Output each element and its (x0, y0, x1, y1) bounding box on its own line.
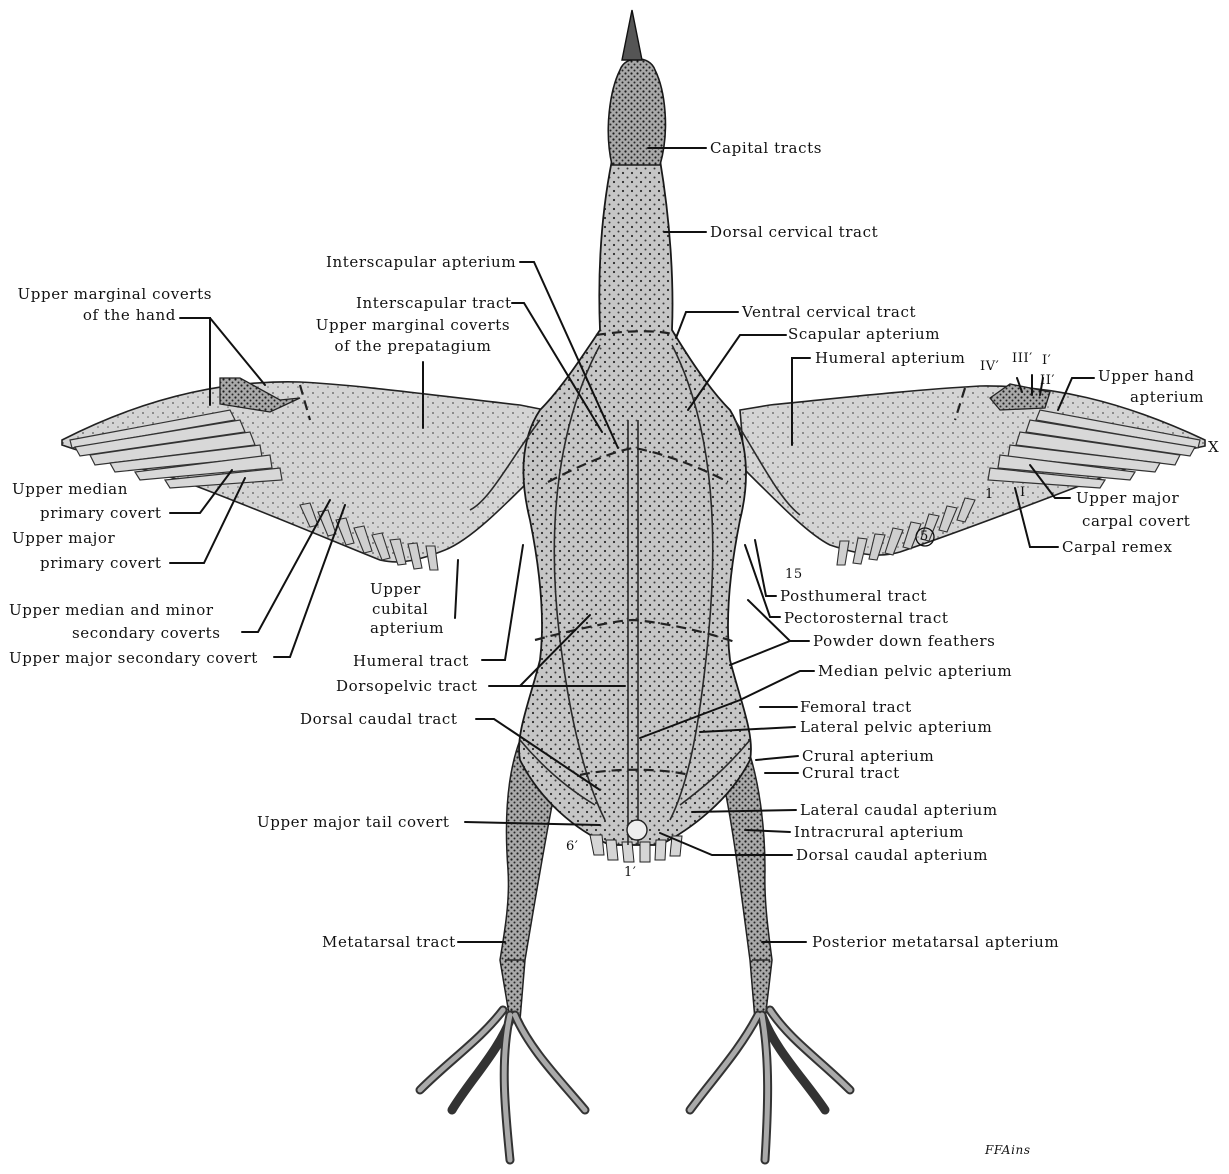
marker-digit-iv: IV′ (980, 358, 999, 376)
label-upper-major-carpal-covert-line2: carpal covert (1082, 512, 1190, 530)
label-scapular-apterium: Scapular apterium (788, 325, 940, 343)
label-upper-hand-apterium-line1: Upper hand (1098, 367, 1195, 385)
marker-tail-6: 6′ (566, 838, 578, 856)
label-upper-median-primary-covert-line1: Upper median (12, 480, 128, 498)
label-lateral-caudal-apterium: Lateral caudal apterium (800, 801, 998, 819)
marker-digit-ii: II′ (1040, 372, 1055, 390)
label-dorsal-caudal-apterium: Dorsal caudal apterium (796, 846, 988, 864)
marker-digit-i: I′ (1042, 352, 1051, 370)
label-femoral-tract: Femoral tract (800, 698, 912, 716)
label-powder-down-feathers: Powder down feathers (813, 632, 995, 650)
label-dorsal-cervical-tract: Dorsal cervical tract (710, 223, 878, 241)
label-upper-marginal-coverts-prepatagium-line1: Upper marginal coverts (305, 316, 521, 334)
label-posterior-metatarsal-apterium: Posterior metatarsal apterium (812, 933, 1059, 951)
label-upper-median-minor-secondary-line2: secondary coverts (72, 624, 221, 642)
label-upper-major-carpal-covert-line1: Upper major (1076, 489, 1179, 507)
marker-secondary-15: 15 (785, 566, 803, 584)
label-interscapular-apterium: Interscapular apterium (326, 253, 516, 271)
marker-tail-1: 1′ (624, 864, 636, 882)
label-upper-marginal-coverts-hand-line2: of the hand (8, 306, 176, 324)
label-dorsal-caudal-tract: Dorsal caudal tract (300, 710, 458, 728)
marker-digit-iii: III′ (1012, 350, 1033, 368)
label-crural-tract: Crural tract (802, 764, 900, 782)
label-humeral-apterium: Humeral apterium (815, 349, 965, 367)
label-upper-hand-apterium-line2: apterium (1130, 388, 1204, 406)
label-interscapular-tract: Interscapular tract (356, 294, 512, 312)
label-capital-tracts: Capital tracts (710, 139, 822, 157)
label-upper-major-secondary-covert: Upper major secondary covert (9, 649, 258, 667)
label-upper-cubital-apterium-line1: Upper (370, 580, 421, 598)
left-wing (62, 378, 545, 570)
marker-secondary-5: 5 (920, 528, 929, 546)
label-intracrural-apterium: Intracrural apterium (794, 823, 964, 841)
label-ventral-cervical-tract: Ventral cervical tract (742, 303, 916, 321)
label-upper-major-primary-covert-line1: Upper major (12, 529, 115, 547)
label-pectorosternal-tract: Pectorosternal tract (784, 609, 948, 627)
artist-signature: FFAins (985, 1141, 1031, 1159)
label-metatarsal-tract: Metatarsal tract (322, 933, 456, 951)
label-upper-median-minor-secondary-line1: Upper median and minor (9, 601, 214, 619)
label-lateral-pelvic-apterium: Lateral pelvic apterium (800, 718, 992, 736)
label-upper-marginal-coverts-prepatagium-line2: of the prepatagium (305, 337, 521, 355)
marker-primary-1: 1 (985, 486, 994, 504)
marker-remex-x: X (1208, 438, 1219, 456)
label-carpal-remex: Carpal remex (1062, 538, 1173, 556)
label-upper-major-tail-covert: Upper major tail covert (257, 813, 450, 831)
label-median-pelvic-apterium: Median pelvic apterium (818, 662, 1012, 680)
label-crural-apterium: Crural apterium (802, 747, 934, 765)
label-upper-median-primary-covert-line2: primary covert (40, 504, 162, 522)
label-upper-cubital-apterium-line2: cubital (372, 600, 428, 618)
label-upper-cubital-apterium-line3: apterium (370, 619, 444, 637)
marker-secondary-i: I (1020, 484, 1026, 502)
label-dorsopelvic-tract: Dorsopelvic tract (336, 677, 477, 695)
label-posthumeral-tract: Posthumeral tract (780, 587, 927, 605)
label-humeral-tract: Humeral tract (353, 652, 469, 670)
label-upper-marginal-coverts-hand-line1: Upper marginal coverts (8, 285, 212, 303)
label-upper-major-primary-covert-line2: primary covert (40, 554, 162, 572)
